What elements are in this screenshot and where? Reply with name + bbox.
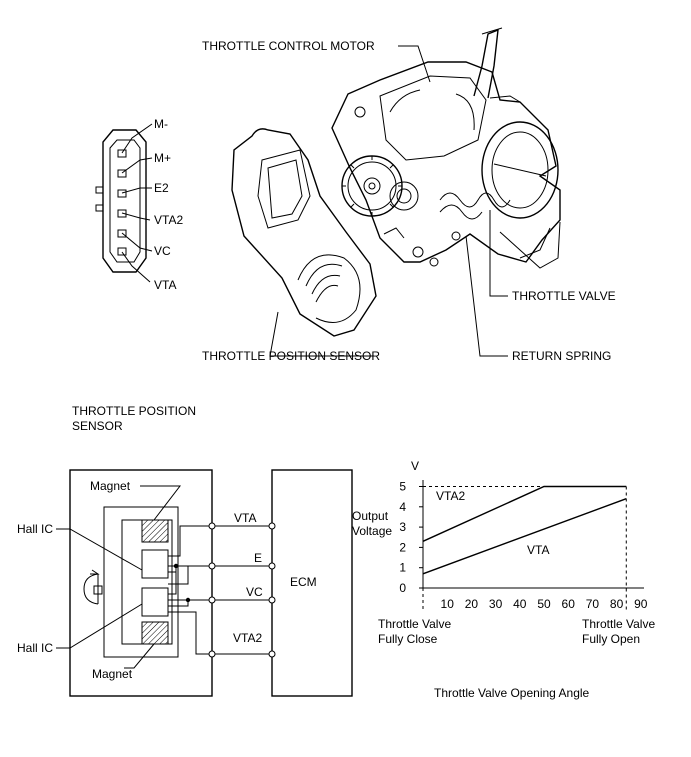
terminal-label-vta: VTA [234,511,256,525]
pin-label-vc: VC [154,244,171,258]
y-tick-label-2: 2 [399,540,406,554]
hall-ic-top-label: Hall IC [17,522,53,536]
magnet-top [141,519,169,543]
x-tick-label-30: 30 [489,597,503,611]
fully-open-note-line1: Throttle Valve [582,617,655,631]
series-label-vta2: VTA2 [436,489,465,503]
y-tick-label-4: 4 [399,500,406,514]
x-tick-label-80: 80 [610,597,624,611]
pin-label-vta: VTA [154,278,176,292]
return-spring-label: RETURN SPRING [512,349,611,363]
circuit-title-line1: THROTTLE POSITION [72,404,196,418]
throttle-control-motor-label: THROTTLE CONTROL MOTOR [202,39,375,53]
ecm-label: ECM [290,575,317,589]
pin-label-vta2: VTA2 [154,213,183,227]
magnet-top-label: Magnet [90,479,131,493]
y-tick-label-5: 5 [399,480,406,494]
x-tick-label-60: 60 [562,597,576,611]
reference-lines [422,486,627,612]
y-tick-label-0: 0 [399,581,406,595]
hall-ic-bottom-label: Hall IC [17,641,53,655]
chart-series [422,485,627,575]
output-voltage-chart: 10 20 30 40 50 60 70 80 90 0 1 2 3 4 5 [399,480,648,612]
axis-ticks: 10 20 30 40 50 60 70 80 90 0 1 2 3 4 5 [399,480,647,612]
y-tick-label-3: 3 [399,520,406,534]
x-tick-label-50: 50 [537,597,551,611]
y-axis-label-line2: Voltage [352,524,392,538]
pin-label-m-minus: M- [154,117,168,131]
terminal-label-vc: VC [246,585,263,599]
series-line-vta [422,498,627,575]
circuit-title-line2: SENSOR [72,419,123,433]
throttle-valve-label: THROTTLE VALVE [512,289,616,303]
hall-ic-top [141,549,169,579]
series-line-vta2 [422,485,627,542]
assembly-leader-lines [269,45,508,357]
sensor-connector [95,123,153,283]
sensor-housing [69,469,213,697]
hall-ic-bottom [141,587,169,617]
fully-close-note-line1: Throttle Valve [378,617,451,631]
y-unit-label: V [411,459,419,473]
pin-label-m-plus: M+ [154,151,171,165]
series-label-vta: VTA [527,543,549,557]
pin-label-e2: E2 [154,181,169,195]
x-tick-label-90: 90 [634,597,648,611]
y-tick-label-1: 1 [399,561,406,575]
x-tick-label-10: 10 [441,597,455,611]
throttle-position-sensor-label: THROTTLE POSITION SENSOR [202,349,380,363]
rotation-arrow-icon [83,569,103,605]
fully-close-note-line2: Fully Close [378,632,438,646]
throttle-body-illustration [231,27,561,337]
magnet-bottom-label: Magnet [92,667,133,681]
terminal-label-e: E [254,551,262,565]
x-tick-label-20: 20 [465,597,479,611]
fully-open-note-line2: Fully Open [582,632,640,646]
magnet-bottom [141,621,169,645]
sensor-circuit [56,469,353,697]
x-tick-label-70: 70 [586,597,600,611]
terminal-label-vta2: VTA2 [233,631,262,645]
ecm-box [271,469,353,697]
x-axis-label: Throttle Valve Opening Angle [434,686,590,700]
rotor [103,506,179,658]
x-tick-label-40: 40 [513,597,527,611]
y-axis-label-line1: Output [352,509,389,523]
